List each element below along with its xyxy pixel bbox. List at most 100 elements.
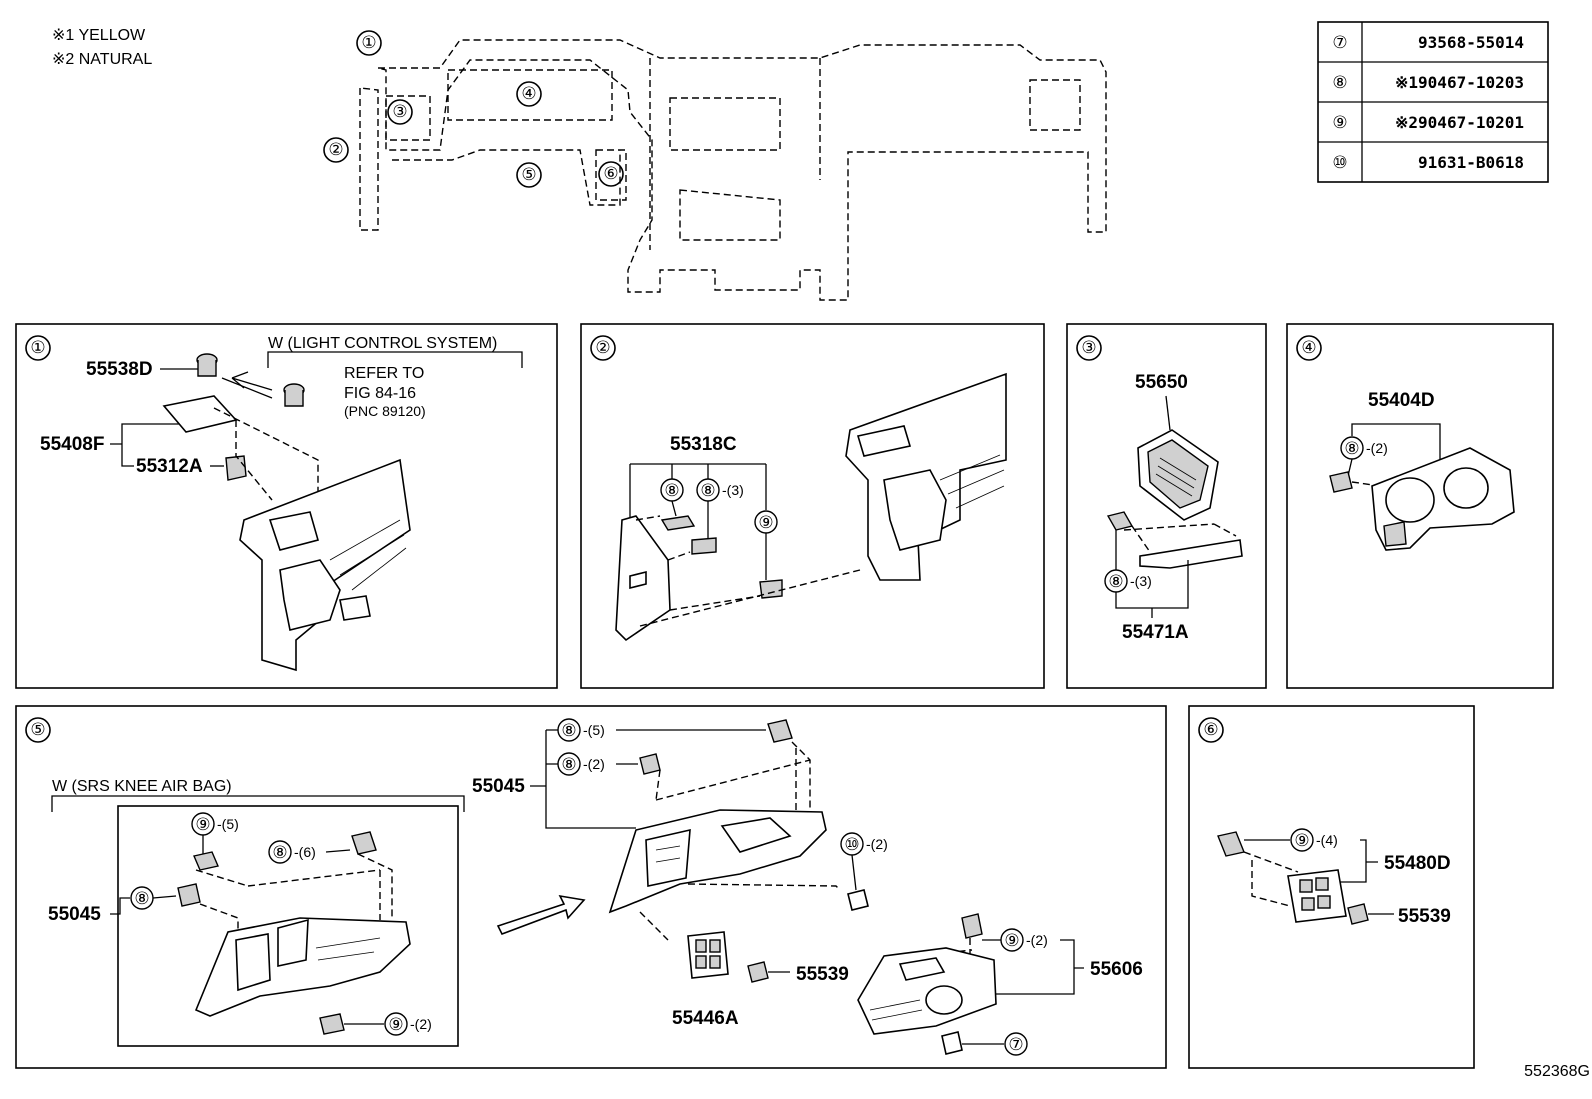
ref-key-9: ⑨ [1332, 113, 1347, 132]
panel-2-clip-a [660, 515, 696, 531]
panel-2-dashboard-drawing [845, 372, 1007, 581]
panel-3-callout-8-ring [1104, 569, 1128, 593]
panel-3-tag: ③ [1081, 338, 1096, 357]
lower-panel-55045-drawing [608, 809, 827, 914]
meter-hood-55404d-drawing [1371, 447, 1515, 551]
part-55538d: 55538D [86, 359, 153, 380]
part-55606: 55606 [1090, 959, 1143, 980]
panel-3 [1066, 323, 1267, 689]
trim-55471a-drawing [1139, 539, 1243, 569]
panel-5-tag: ⑤ [30, 720, 45, 739]
panel-5-callout-7-ring [1004, 1032, 1028, 1056]
note-yellow: ※1 YELLOW [52, 27, 146, 44]
panel-5-callout-9a: ⑨ [195, 815, 210, 834]
overview-callout-5-ring [516, 162, 542, 188]
panel-5-callout-7: ⑦ [1008, 1035, 1023, 1054]
panel-6-qty-9: -(4) [1316, 832, 1338, 848]
panel-3-clip [1106, 511, 1134, 531]
panel-5-clip-8d [639, 753, 661, 775]
panel-5-clip-8b [177, 883, 201, 907]
ref-part-8: ※190467-10203 [1395, 73, 1524, 92]
overview-callout-3: ③ [392, 102, 407, 121]
connector-drawing [283, 383, 305, 407]
panel-1-condition-bracket [267, 351, 523, 368]
panel-5-callout-9b: ⑨ [388, 1015, 403, 1034]
vent-55650-drawing [1137, 429, 1219, 521]
panel-1-refer-line2: FIG 84-16 [344, 385, 416, 402]
panel-1-dashboard-drawing [239, 458, 411, 672]
panel-1 [15, 323, 558, 689]
panel-5-qty-9c: -(2) [1026, 932, 1048, 948]
panel-6-tag: ⑥ [1203, 720, 1218, 739]
panel-5-clip-8a [351, 831, 377, 855]
overview-callout-3-ring [387, 99, 413, 125]
panel-5-callout-8b: ⑧ [134, 889, 149, 908]
panel-5-callout-9c-ring [1000, 928, 1024, 952]
overview-callout-2-ring [323, 137, 349, 163]
panel-5-knee-airbag-box [117, 805, 459, 1047]
overview-callout-4-ring [516, 81, 542, 107]
panel-1-arrow-shaft [221, 377, 273, 399]
overview-callout-1: ① [361, 33, 376, 52]
part-55408f: 55408F [40, 434, 104, 455]
overview-callout-2: ② [328, 140, 343, 159]
panel-1-refer-line1: REFER TO [344, 365, 424, 382]
panel-1-tag: ① [30, 338, 45, 357]
panel-5-tag-ring [25, 717, 51, 743]
part-55045-a: 55045 [48, 904, 101, 925]
panel-6-callout-9: ⑨ [1294, 831, 1309, 850]
figure-id: 552368G [1524, 1063, 1590, 1080]
panel-5-clip-9c [961, 913, 983, 939]
panel-5-screw-10 [847, 889, 869, 911]
panel-4-clip [1329, 471, 1353, 493]
panel-5-condition: W (SRS KNEE AIR BAG) [52, 778, 232, 795]
part-55045-b: 55045 [472, 776, 525, 797]
panel-5-condition-bracket [51, 795, 465, 812]
panel-3-callout-8: ⑧ [1108, 572, 1123, 591]
part-55650: 55650 [1135, 372, 1188, 393]
panel-1-tag-ring [25, 335, 51, 361]
panel-2-tag-ring [590, 335, 616, 361]
ref-part-9: ※290467-10201 [1395, 113, 1524, 132]
panel-5-callout-8a-ring [268, 840, 292, 864]
panel-5-qty-8a: -(6) [294, 844, 316, 860]
ref-key-8: ⑧ [1332, 73, 1347, 92]
cover-55606-drawing [857, 947, 997, 1035]
ref-key-7: ⑦ [1332, 33, 1347, 52]
panel-5-qty-10: -(2) [866, 836, 888, 852]
overview-callout-1-ring [356, 30, 382, 56]
panel-1-condition: W (LIGHT CONTROL SYSTEM) [268, 335, 497, 352]
part-55312a: 55312A [136, 456, 203, 477]
part-55539-a: 55539 [796, 964, 849, 985]
panel-2-callout-9: ⑨ [758, 513, 773, 532]
panel-6 [1188, 705, 1475, 1069]
panel-1-refer-line3: (PNC 89120) [344, 403, 426, 419]
panel-3-tag-ring [1076, 335, 1102, 361]
part-55471a: 55471A [1122, 622, 1189, 643]
switch-55446a-drawing [687, 931, 729, 979]
panel-5-qty-8d: -(2) [583, 756, 605, 772]
panel-2-callout-8b: ⑧ [700, 481, 715, 500]
part-55539-b: 55539 [1398, 906, 1451, 927]
overview-callout-4: ④ [521, 84, 536, 103]
overview-callout-5: ⑤ [521, 165, 536, 184]
note-natural: ※2 NATURAL [52, 51, 152, 68]
panel-5-clip-8c [767, 719, 793, 743]
ref-key-10: ⑩ [1332, 153, 1347, 172]
clip-55538d-drawing [196, 353, 218, 377]
lower-panel-knee-drawing [194, 917, 411, 1017]
panel-5-screw-7 [941, 1031, 963, 1055]
panel-5-qty-9b: -(2) [410, 1016, 432, 1032]
panel-5-callout-8a: ⑧ [272, 843, 287, 862]
overview-callout-6: ⑥ [603, 164, 618, 183]
panel-6-callout-9-ring [1290, 828, 1314, 852]
panel-2-qty-8: -(3) [722, 482, 744, 498]
panel-2 [580, 323, 1045, 689]
panel-5-qty-8c: -(5) [583, 722, 605, 738]
panel-5-callout-9c: ⑨ [1004, 931, 1019, 950]
panel-5-callout-9b-ring [384, 1012, 408, 1036]
panel-6-tag-ring [1198, 717, 1224, 743]
part-55480d: 55480D [1384, 853, 1451, 874]
panel-5-arrow [496, 894, 586, 936]
